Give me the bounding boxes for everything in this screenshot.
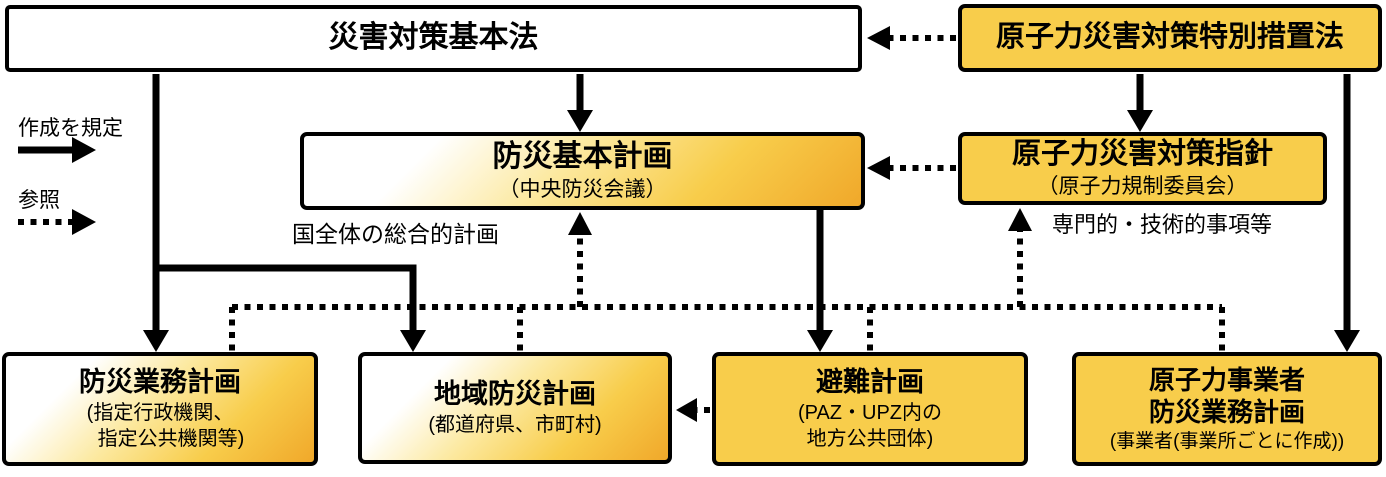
note-basic-plan: 国全体の総合的計画 (292, 221, 499, 247)
arrowhead-down-icon (400, 330, 426, 352)
box-subtitle-line1: (事業者(事業所ごとに作成)) (1109, 430, 1345, 452)
arrow-basicact-to-regionalplan (156, 264, 417, 332)
box-subtitle-line1: (PAZ・UPZ内の (797, 401, 943, 424)
box-nuclear-emergency-special-measures-act: 原子力災害対策特別措置法 (958, 4, 1382, 72)
box-nuclear-operator-disaster-operations-plan: 原子力事業者 防災業務計画 (事業者(事業所ごとに作成)) (1072, 352, 1382, 466)
legend-solid-label: 作成を規定 (18, 117, 123, 140)
arrowhead-down-icon (807, 330, 833, 352)
box-title: 原子力災害対策指針 (1011, 138, 1273, 171)
box-title: 原子力災害対策特別措置法 (995, 21, 1344, 54)
box-subtitle: （中央防災会議） (498, 177, 667, 201)
arrowhead-left-icon (676, 398, 697, 422)
box-subtitle-line2: 指定公共機関等) (97, 427, 245, 450)
legend-dotted-label: 参照 (18, 189, 60, 212)
arrowhead-left-icon (867, 156, 890, 180)
arrowhead-down-icon (1334, 330, 1360, 352)
arrowhead-right-icon (72, 137, 96, 163)
arrowhead-down-icon (143, 330, 169, 352)
box-basic-disaster-management-plan: 防災基本計画 （中央防災会議） (300, 132, 865, 210)
box-title: 避難計画 (816, 367, 924, 398)
box-title: 地域防災計画 (434, 379, 596, 410)
box-subtitle: （原子力規制委員会） (1037, 174, 1248, 198)
box-subtitle-line1: (都道府県、市町村) (428, 413, 602, 436)
note-guideline: 専門的・技術的事項等 (1052, 212, 1273, 237)
solid-arrows (143, 74, 1360, 352)
arrowhead-down-icon (1127, 110, 1153, 132)
arrowhead-left-icon (867, 26, 890, 50)
box-nuclear-emergency-response-guideline: 原子力災害対策指針 （原子力規制委員会） (958, 132, 1327, 205)
arrowhead-down-icon (567, 110, 593, 132)
arrowhead-right-icon (72, 209, 96, 235)
box-regional-disaster-plan: 地域防災計画 (都道府県、市町村) (358, 352, 672, 464)
box-subtitle-line1: (指定行政機関、 (86, 401, 234, 424)
arrowhead-up-icon (1008, 208, 1032, 231)
box-title-line1: 原子力事業者 (1148, 365, 1305, 396)
legend-arrow-samples (18, 137, 96, 235)
dotted-arrows (229, 26, 1225, 422)
box-title-line2: 防災業務計画 (1148, 396, 1305, 427)
box-subtitle-line2: 地方公共団体) (806, 427, 934, 450)
box-disaster-countermeasures-basic-act: 災害対策基本法 (5, 5, 862, 72)
box-title: 防災業務計画 (79, 367, 241, 398)
box-title: 災害対策基本法 (328, 21, 539, 55)
box-evacuation-plan: 避難計画 (PAZ・UPZ内の 地方公共団体) (712, 352, 1028, 466)
arrowhead-up-icon (568, 212, 592, 235)
box-title: 防災基本計画 (492, 140, 673, 174)
box-disaster-operations-plan: 防災業務計画 (指定行政機関、 指定公共機関等) (2, 352, 318, 466)
